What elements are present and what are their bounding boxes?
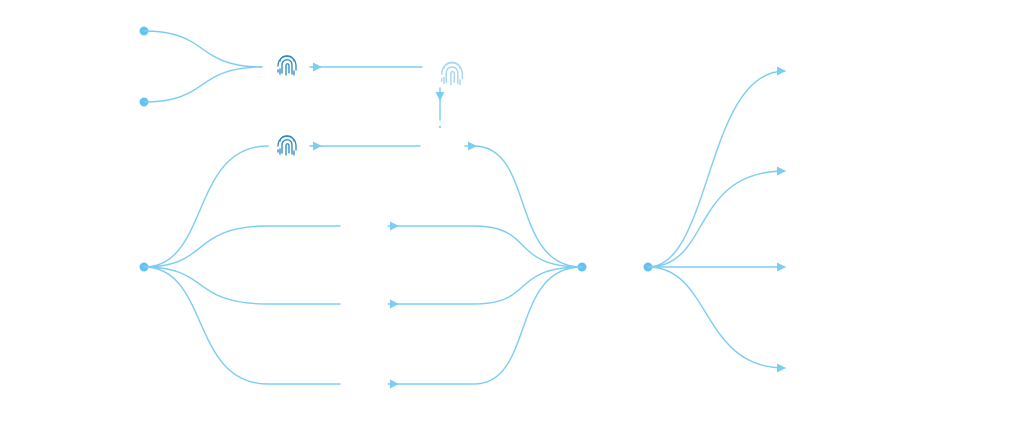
connector	[391, 266, 583, 385]
fingerprint-icon	[277, 135, 297, 156]
connector	[143, 225, 341, 268]
top-merge	[139, 26, 263, 107]
connector	[143, 266, 341, 305]
right-merge	[387, 145, 587, 389]
connector	[391, 266, 583, 305]
connector	[143, 266, 341, 385]
connector	[473, 145, 583, 268]
arrow-connector	[647, 66, 786, 268]
fingerprint-icon	[277, 55, 297, 76]
connector	[143, 30, 263, 68]
fingerprint-top	[277, 55, 297, 76]
fingerprint-mid	[277, 135, 297, 156]
arrow-connector	[647, 266, 786, 373]
right-fan-out	[643, 66, 786, 373]
connector	[143, 66, 263, 103]
left-fan-out	[139, 145, 341, 385]
arrow-connector	[647, 166, 786, 268]
dot	[439, 126, 441, 128]
connector	[391, 225, 583, 268]
fingerprint-faded	[440, 61, 464, 86]
connector	[143, 145, 269, 268]
fingerprint-icon	[440, 61, 464, 86]
